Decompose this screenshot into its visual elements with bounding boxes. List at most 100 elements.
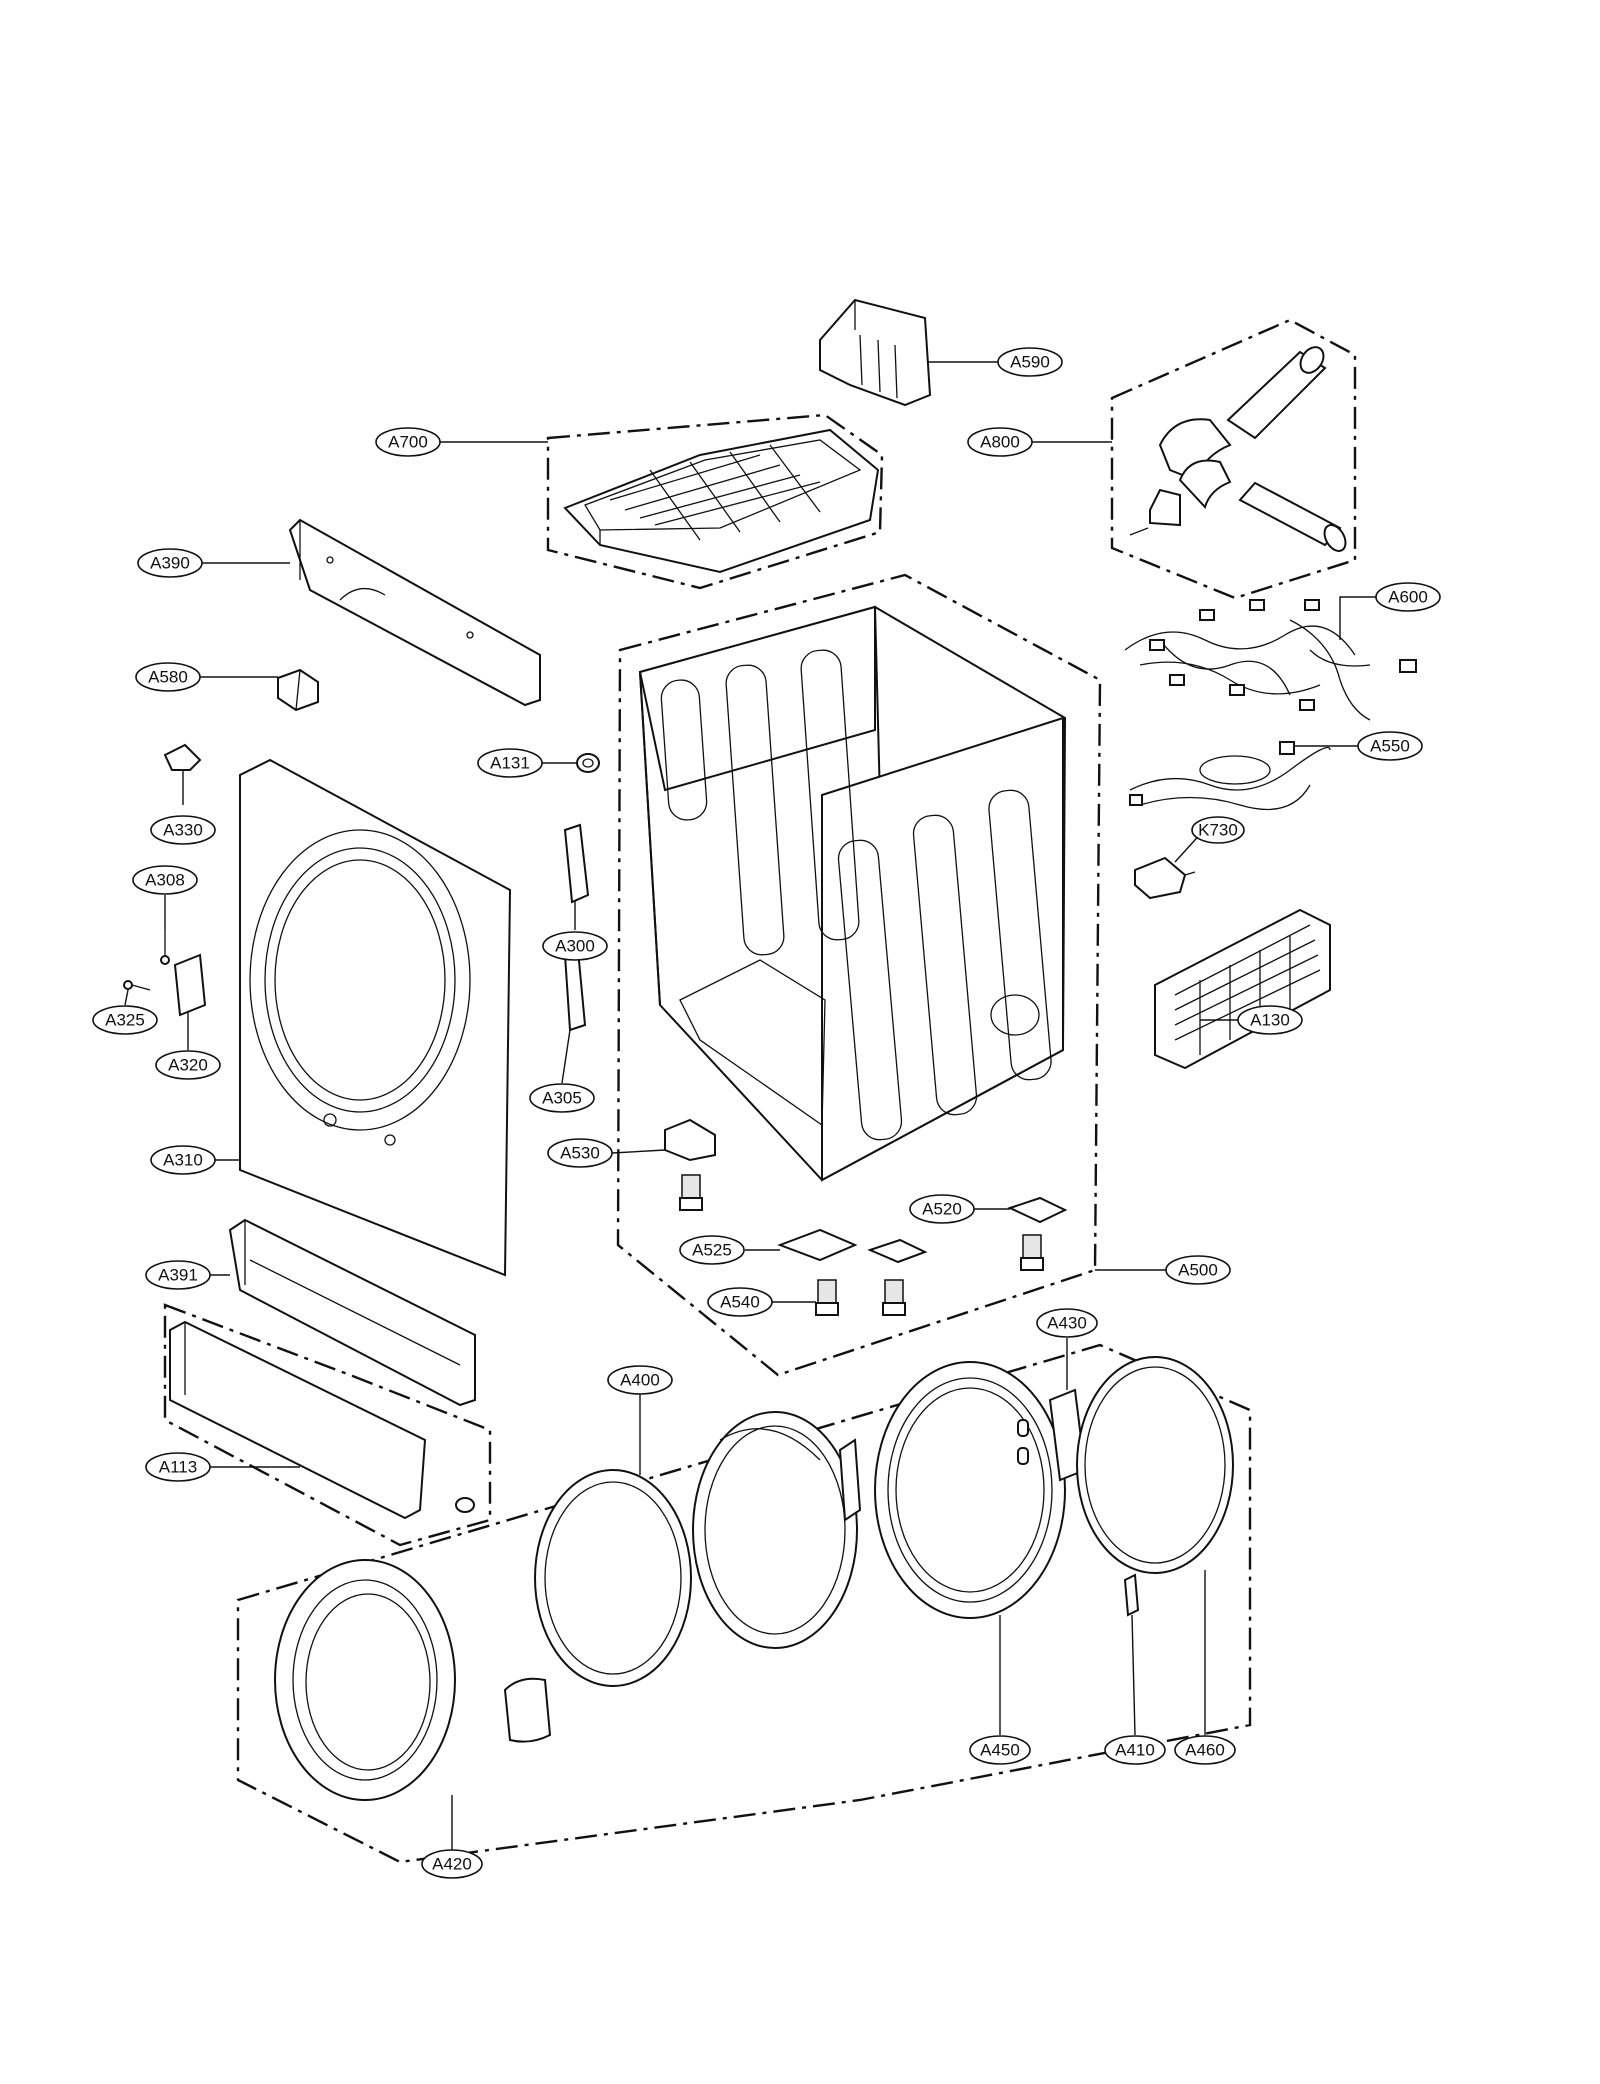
label-a420: A420: [421, 1849, 483, 1879]
label-a590: A590: [997, 347, 1063, 377]
a700-top-plate-part: [563, 428, 880, 574]
svg-text:A590: A590: [1010, 353, 1050, 372]
label-a305: A305: [529, 1083, 595, 1113]
label-a600: A600: [1375, 582, 1441, 612]
a540-foot-part: [815, 1279, 839, 1316]
svg-text:A320: A320: [168, 1056, 208, 1075]
label-a800: A800: [967, 427, 1033, 457]
top-plate-group-boundary: [546, 413, 884, 590]
svg-text:A305: A305: [542, 1089, 582, 1108]
svg-text:A525: A525: [692, 1241, 732, 1260]
k730-part: [1134, 856, 1196, 900]
label-a390: A390: [137, 548, 203, 578]
a325-screw-part: [123, 980, 151, 991]
label-a325: A325: [92, 1005, 158, 1035]
label-a320: A320: [155, 1050, 221, 1080]
svg-text:A420: A420: [432, 1855, 472, 1874]
a390-bracket-part: [288, 518, 541, 707]
label-a550: A550: [1357, 731, 1423, 761]
label-a310: A310: [150, 1145, 216, 1175]
svg-text:A410: A410: [1115, 1741, 1155, 1760]
a113-kick-panel-part: [169, 1320, 475, 1520]
a310-front-panel-part: [239, 758, 512, 1277]
svg-text:A460: A460: [1185, 1741, 1225, 1760]
door-glass-part: [534, 1469, 692, 1687]
svg-text:A391: A391: [158, 1266, 198, 1285]
door-group-boundary: [236, 1343, 1252, 1864]
label-a450: A450: [969, 1735, 1031, 1765]
a600-wire-harness-part: [1124, 599, 1417, 721]
svg-text:A113: A113: [159, 1458, 197, 1477]
label-a500: A500: [1165, 1255, 1231, 1285]
svg-text:A310: A310: [163, 1151, 203, 1170]
label-a400: A400: [607, 1365, 673, 1395]
a540b-foot-part: [867, 1238, 928, 1316]
svg-text:A400: A400: [620, 1371, 660, 1390]
svg-text:A580: A580: [148, 668, 188, 687]
svg-text:A308: A308: [145, 871, 185, 890]
a450-door-frame-part: [838, 1361, 1066, 1619]
a525-bracket-part: [777, 1228, 858, 1262]
label-a410: A410: [1104, 1735, 1166, 1765]
a131-bushing-part: [576, 753, 600, 773]
label-a391: A391: [145, 1260, 211, 1290]
a800-duct-part: [1129, 346, 1347, 552]
a530-foot-part: [679, 1174, 703, 1211]
leader-lines: [124, 361, 1382, 1850]
label-a520: A520: [909, 1194, 975, 1224]
label-a580: A580: [135, 662, 201, 692]
a330-part: [163, 743, 202, 771]
cabinet-group-boundary: [616, 573, 1102, 1377]
a550-wire-part: [1129, 741, 1331, 811]
svg-text:A390: A390: [150, 554, 190, 573]
svg-text:A330: A330: [163, 821, 203, 840]
svg-text:A325: A325: [105, 1011, 145, 1030]
svg-text:A430: A430: [1047, 1314, 1087, 1333]
door-inner-part: [692, 1411, 858, 1649]
a520-bracket-part: [1007, 1196, 1068, 1224]
a420-handle-part: [503, 1677, 552, 1743]
svg-text:A500: A500: [1178, 1261, 1218, 1280]
a520-foot-part: [1020, 1234, 1044, 1271]
a391-bracket-part: [228, 1218, 476, 1407]
a460-gasket-part: [1076, 1356, 1234, 1574]
svg-text:A520: A520: [922, 1200, 962, 1219]
a420-outer-door-ring-part: [274, 1559, 456, 1801]
svg-text:A300: A300: [555, 937, 595, 956]
label-a308: A308: [132, 865, 198, 895]
svg-text:A700: A700: [388, 433, 428, 452]
svg-text:A550: A550: [1370, 737, 1410, 756]
svg-text:A530: A530: [560, 1144, 600, 1163]
label-k730: K730: [1191, 816, 1245, 844]
a320-part: [173, 953, 207, 1017]
label-a300: A300: [542, 931, 608, 961]
a590-bracket-part: [819, 298, 932, 407]
svg-text:A540: A540: [720, 1293, 760, 1312]
a130-filter-part: [1154, 908, 1331, 1070]
duct-group-boundary: [1110, 318, 1357, 600]
label-a700: A700: [375, 427, 441, 457]
label-a131: A131: [477, 748, 543, 778]
a410-latch-part: [1123, 1573, 1140, 1617]
label-a460: A460: [1174, 1735, 1236, 1765]
a500-cabinet-part: [638, 605, 1067, 1182]
svg-text:A600: A600: [1388, 588, 1428, 607]
a530-bracket-part: [664, 1118, 716, 1162]
a308-screw-part: [160, 930, 170, 965]
label-a430: A430: [1036, 1308, 1098, 1338]
svg-text:A130: A130: [1250, 1011, 1290, 1030]
label-a113: A113: [145, 1452, 211, 1482]
label-a540: A540: [707, 1287, 773, 1317]
label-a530: A530: [547, 1138, 613, 1168]
a580-part: [277, 668, 319, 712]
a300-part: [563, 823, 590, 904]
svg-text:K730: K730: [1198, 821, 1238, 840]
a305-part: [563, 948, 587, 1032]
svg-text:A131: A131: [490, 754, 530, 773]
svg-text:A450: A450: [980, 1741, 1020, 1760]
label-a330: A330: [150, 815, 216, 845]
label-a525: A525: [679, 1235, 745, 1265]
svg-text:A800: A800: [980, 433, 1020, 452]
label-a130: A130: [1237, 1005, 1303, 1035]
